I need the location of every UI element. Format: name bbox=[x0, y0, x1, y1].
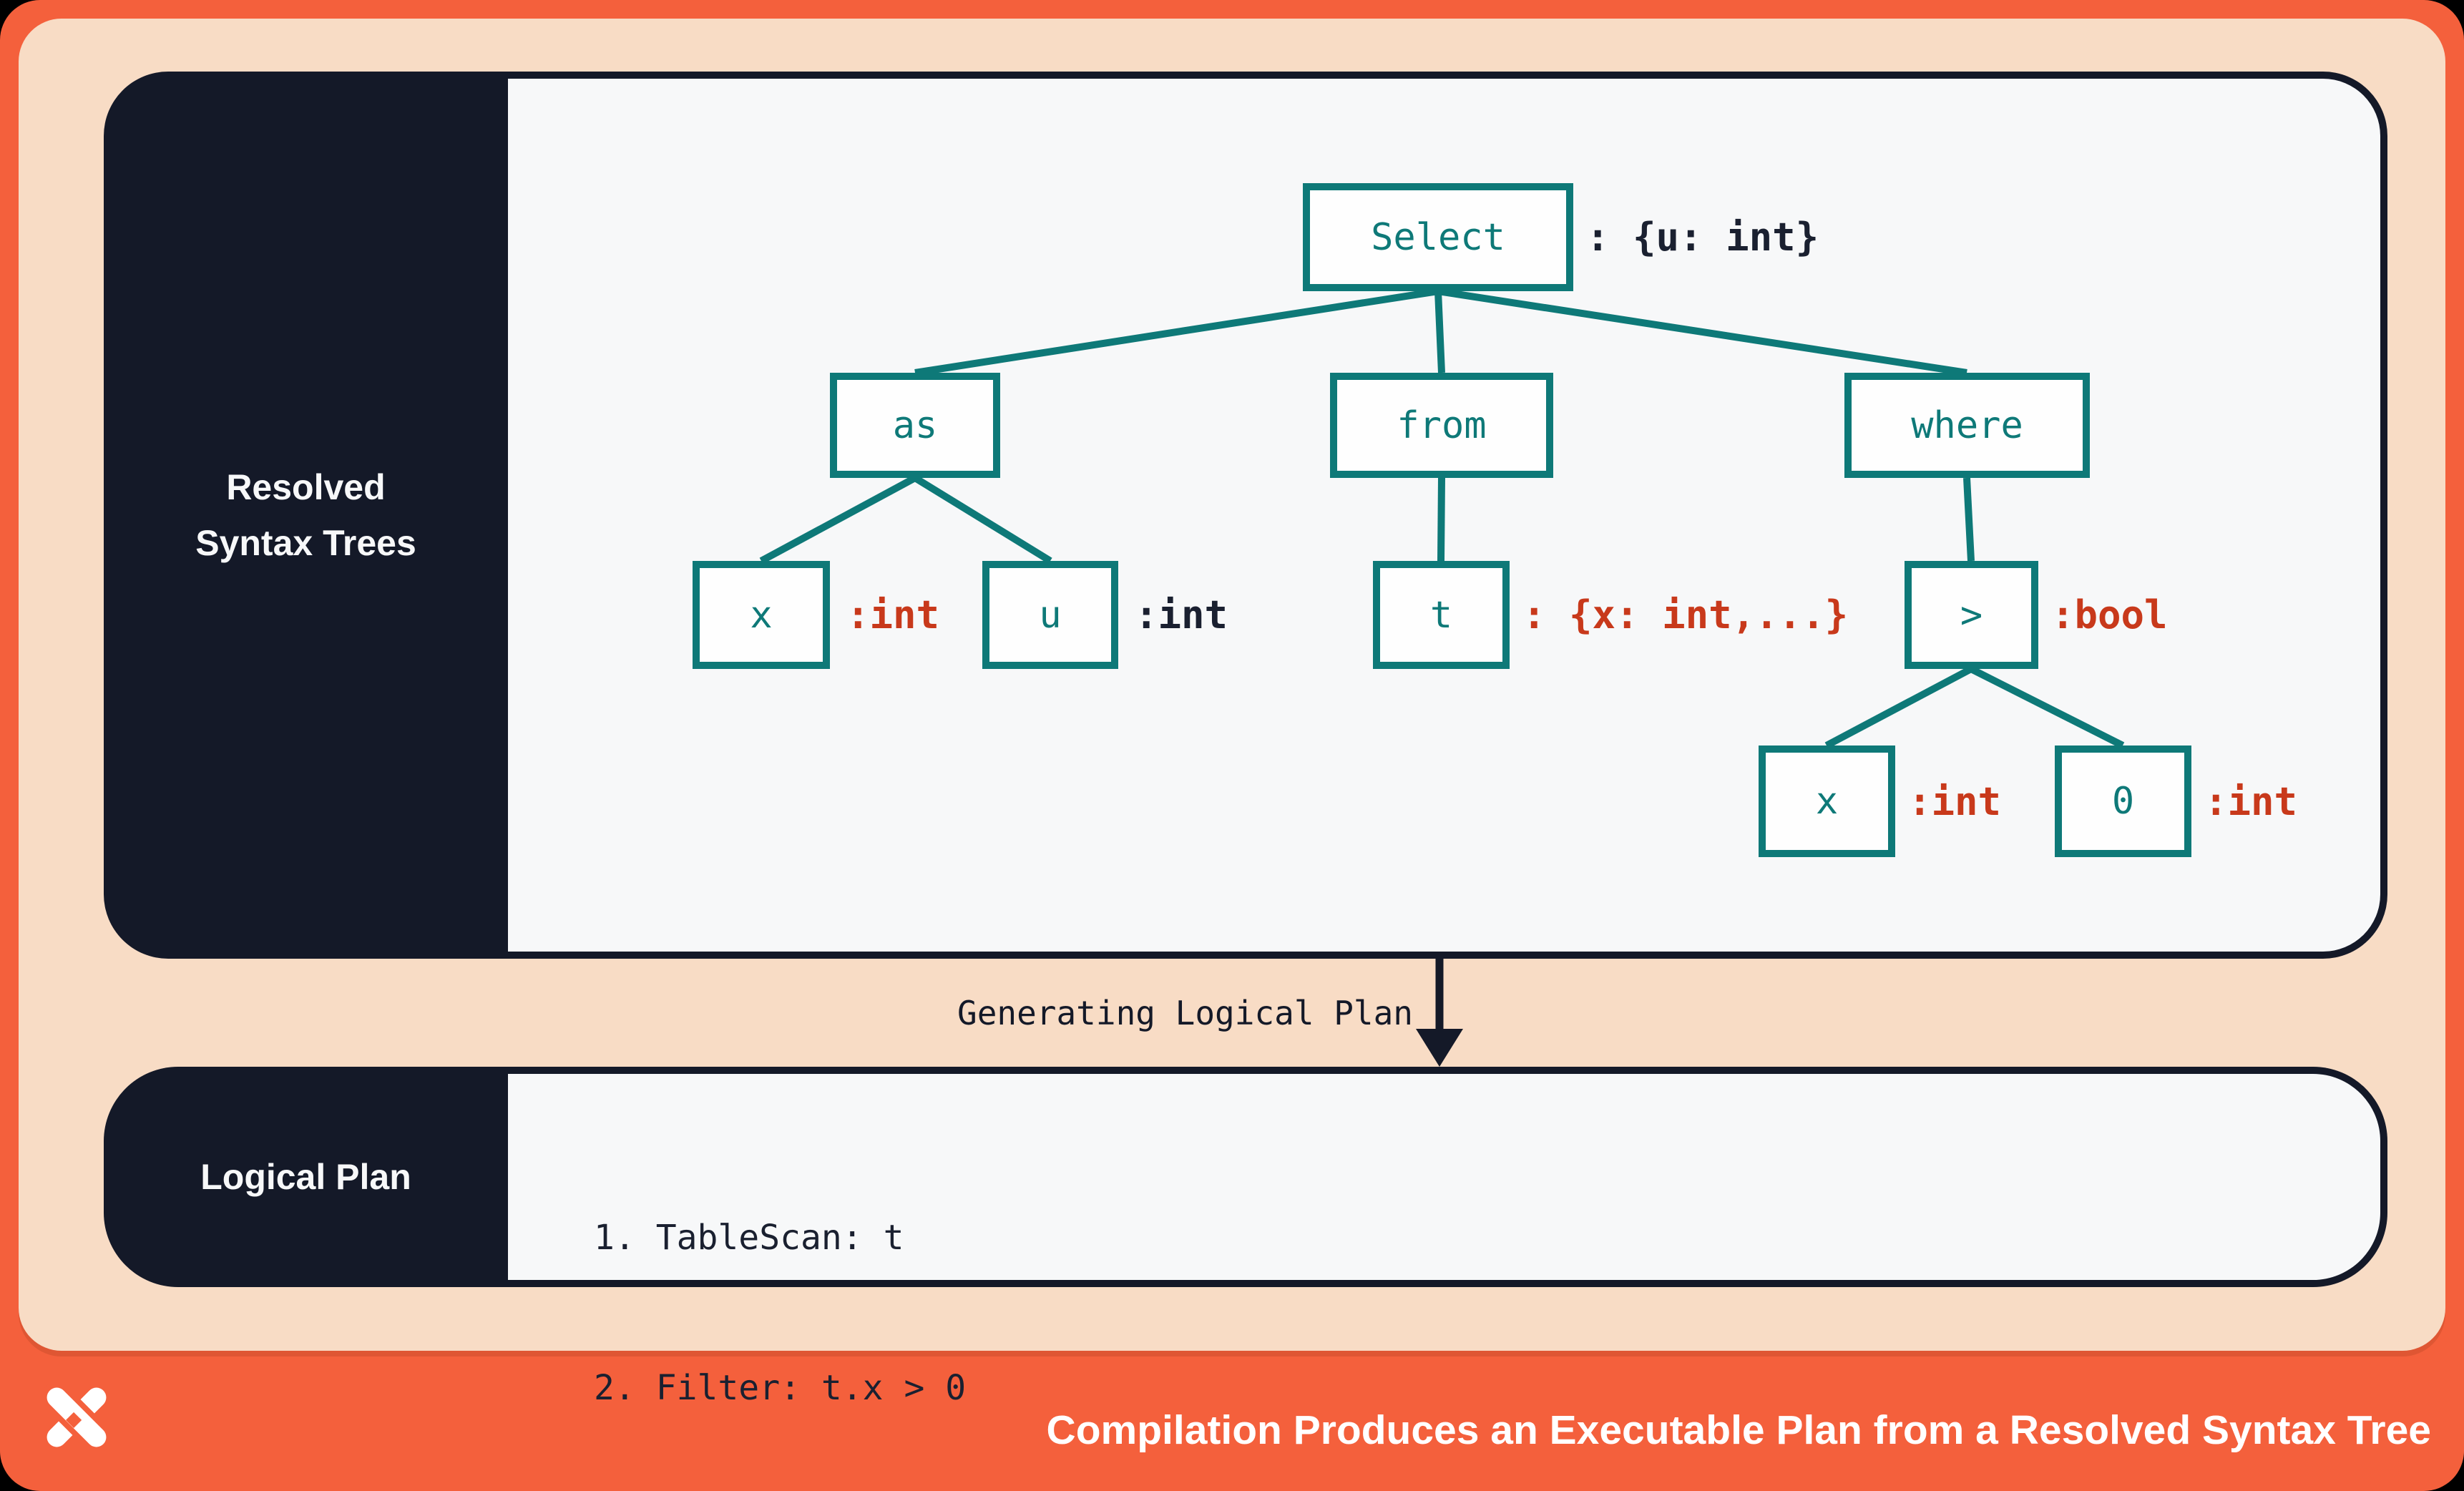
tree-node-gt: > bbox=[1905, 561, 2038, 669]
lp-panel-label: Logical Plan bbox=[200, 1157, 411, 1197]
annotation-gt-type: :bool bbox=[2051, 592, 2168, 637]
rst-panel-label: Resolved Syntax Trees bbox=[104, 72, 508, 959]
annotation-x-as-type: :int bbox=[846, 592, 940, 637]
tree-node-from-label: from bbox=[1397, 404, 1487, 447]
down-arrow-icon bbox=[1416, 959, 1463, 1067]
tree-node-zero-label: 0 bbox=[2111, 780, 2135, 823]
syntax-tree: Select : {u: int} as from where x :int u… bbox=[508, 79, 2380, 952]
rst-panel-label-line2: Syntax Trees bbox=[195, 523, 416, 563]
annotation-select-type: : {u: int} bbox=[1586, 215, 1819, 260]
annotation-u-type: :int bbox=[1135, 592, 1228, 637]
tree-node-from: from bbox=[1330, 373, 1553, 478]
tree-node-zero: 0 bbox=[2055, 746, 2191, 857]
rst-panel-label-line1: Resolved bbox=[226, 467, 386, 507]
footer: Compilation Produces an Executable Plan … bbox=[0, 1351, 2464, 1491]
tree-node-u-label: u bbox=[1039, 593, 1062, 637]
tree-node-as-label: as bbox=[892, 404, 938, 447]
transition-label: Generating Logical Plan bbox=[957, 993, 1413, 1032]
tree-node-u: u bbox=[982, 561, 1118, 669]
tree-node-t: t bbox=[1373, 561, 1510, 669]
lp-panel-body: 1. TableScan: t 2. Filter: t.x > 0 3. Pr… bbox=[508, 1074, 2380, 1408]
tree-node-t-label: t bbox=[1429, 593, 1453, 637]
tree-node-select-label: Select bbox=[1371, 215, 1505, 259]
logical-plan-panel: Logical Plan 1. TableScan: t 2. Filter: … bbox=[104, 1067, 2387, 1408]
tree-node-as: as bbox=[830, 373, 1000, 478]
tree-node-where-label: where bbox=[1911, 404, 2023, 447]
annotation-zero-type: :int bbox=[2204, 778, 2298, 824]
tree-node-x-as-label: x bbox=[750, 593, 773, 637]
tree-node-x-gt-label: x bbox=[1815, 780, 1839, 823]
tree-node-x-as: x bbox=[693, 561, 830, 669]
annotation-t-type: : {x: int,...} bbox=[1522, 592, 1849, 637]
tree-node-x-gt: x bbox=[1759, 746, 1895, 857]
footer-title: Compilation Produces an Executable Plan … bbox=[1046, 1407, 2431, 1453]
logical-plan-steps: 1. TableScan: t 2. Filter: t.x > 0 3. Pr… bbox=[594, 1113, 1070, 1491]
annotation-x-gt-type: :int bbox=[1908, 778, 2002, 824]
logical-plan-step: 1. TableScan: t bbox=[594, 1218, 904, 1258]
tree-node-gt-label: > bbox=[1960, 593, 1983, 637]
tree-edges bbox=[759, 288, 2125, 749]
tree-node-select: Select bbox=[1303, 183, 1573, 291]
pinwheel-x-logo-icon bbox=[41, 1382, 112, 1452]
logical-plan-step: 2. Filter: t.x > 0 bbox=[594, 1368, 967, 1408]
tree-node-where: where bbox=[1844, 373, 2090, 478]
